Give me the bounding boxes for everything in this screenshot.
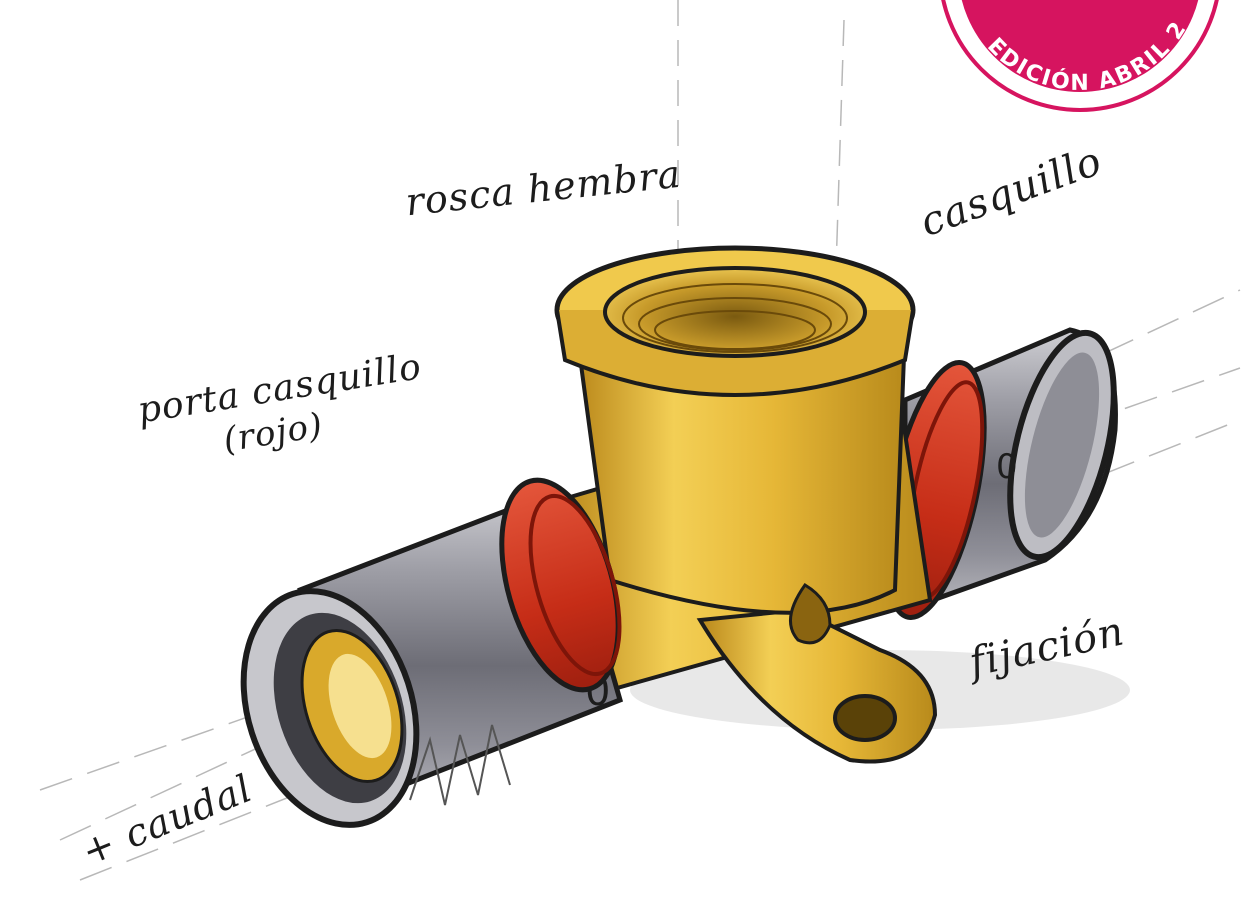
edition-seal: EDICIÓN ABRIL 2022 — [0, 0, 1220, 110]
svg-text:0: 0 — [996, 447, 1018, 487]
